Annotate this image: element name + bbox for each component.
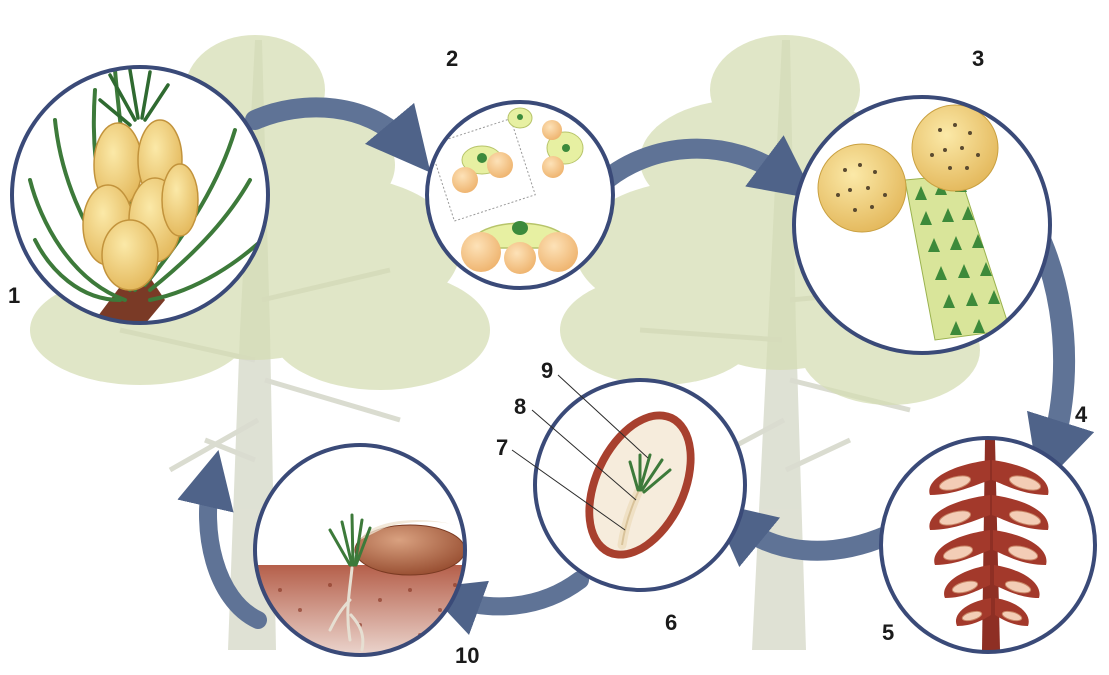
label-3: 3: [972, 48, 984, 70]
circle-pollen-sacs: [794, 97, 1050, 353]
circle-seed-section: [535, 380, 745, 590]
arrow-5-to-6: [735, 522, 888, 551]
circle-pollen-grains: [427, 102, 613, 288]
label-4: 4: [1075, 404, 1087, 426]
label-6: 6: [665, 612, 677, 634]
soil: [250, 565, 480, 665]
label-7: 7: [496, 437, 508, 459]
pollen-sac-right: [912, 105, 998, 191]
label-10: 10: [455, 645, 479, 667]
label-5: 5: [882, 622, 894, 644]
label-9: 9: [541, 360, 553, 382]
circle-germinating-seed: [250, 445, 480, 665]
label-8: 8: [514, 396, 526, 418]
label-2: 2: [446, 48, 458, 70]
circle-female-cone: [881, 438, 1095, 655]
pollen-grain-2: [508, 108, 532, 128]
label-1: 1: [8, 285, 20, 307]
arrow-6-to-10: [452, 580, 580, 606]
pollen-sac-left: [818, 144, 906, 232]
